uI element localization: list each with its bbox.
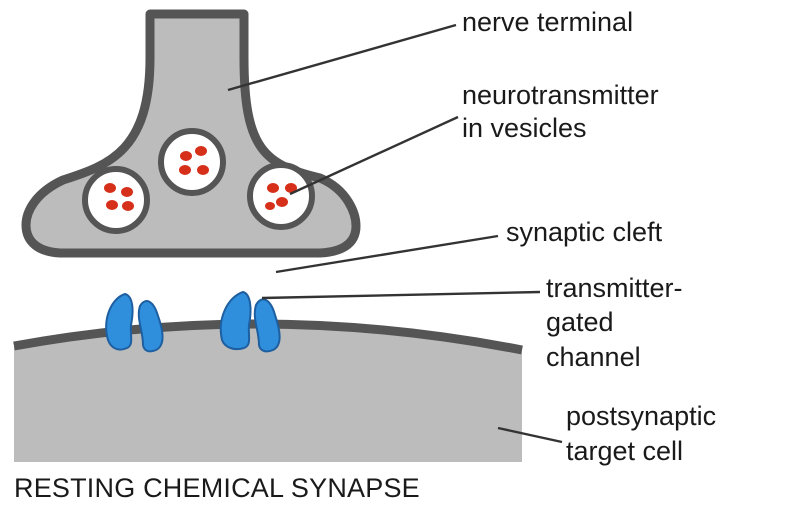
vesicle-middle xyxy=(161,131,223,193)
transmitter-dot xyxy=(267,183,279,193)
leader-vesicles xyxy=(290,117,458,194)
label-channel-line2: gated xyxy=(546,307,614,337)
label-nerve-terminal: nerve terminal xyxy=(462,7,633,37)
label-channel-line3: channel xyxy=(546,342,641,372)
transmitter-dot xyxy=(104,183,116,193)
transmitter-dot xyxy=(122,201,134,211)
transmitter-dot xyxy=(179,165,191,175)
figure-caption: RESTING CHEMICAL SYNAPSE xyxy=(14,473,420,503)
transmitter-dot xyxy=(180,151,192,161)
transmitter-dot xyxy=(195,146,207,156)
label-target-line1: postsynaptic xyxy=(566,401,716,431)
transmitter-dot xyxy=(276,197,288,207)
label-neurotransmitter-line1: neurotransmitter xyxy=(462,80,659,110)
leader-channel xyxy=(262,292,540,298)
transmitter-dot xyxy=(197,165,209,175)
label-target-line2: target cell xyxy=(566,436,683,466)
transmitter-dot xyxy=(106,200,118,210)
label-channel-line1: transmitter- xyxy=(546,273,683,303)
vesicle-right xyxy=(250,165,312,227)
vesicle-left xyxy=(85,169,147,231)
transmitter-dot xyxy=(121,187,133,197)
label-neurotransmitter-line2: in vesicles xyxy=(462,113,587,143)
transmitter-dot xyxy=(265,202,275,210)
label-synaptic-cleft: synaptic cleft xyxy=(506,217,663,247)
leader-nerve-terminal xyxy=(228,25,456,90)
